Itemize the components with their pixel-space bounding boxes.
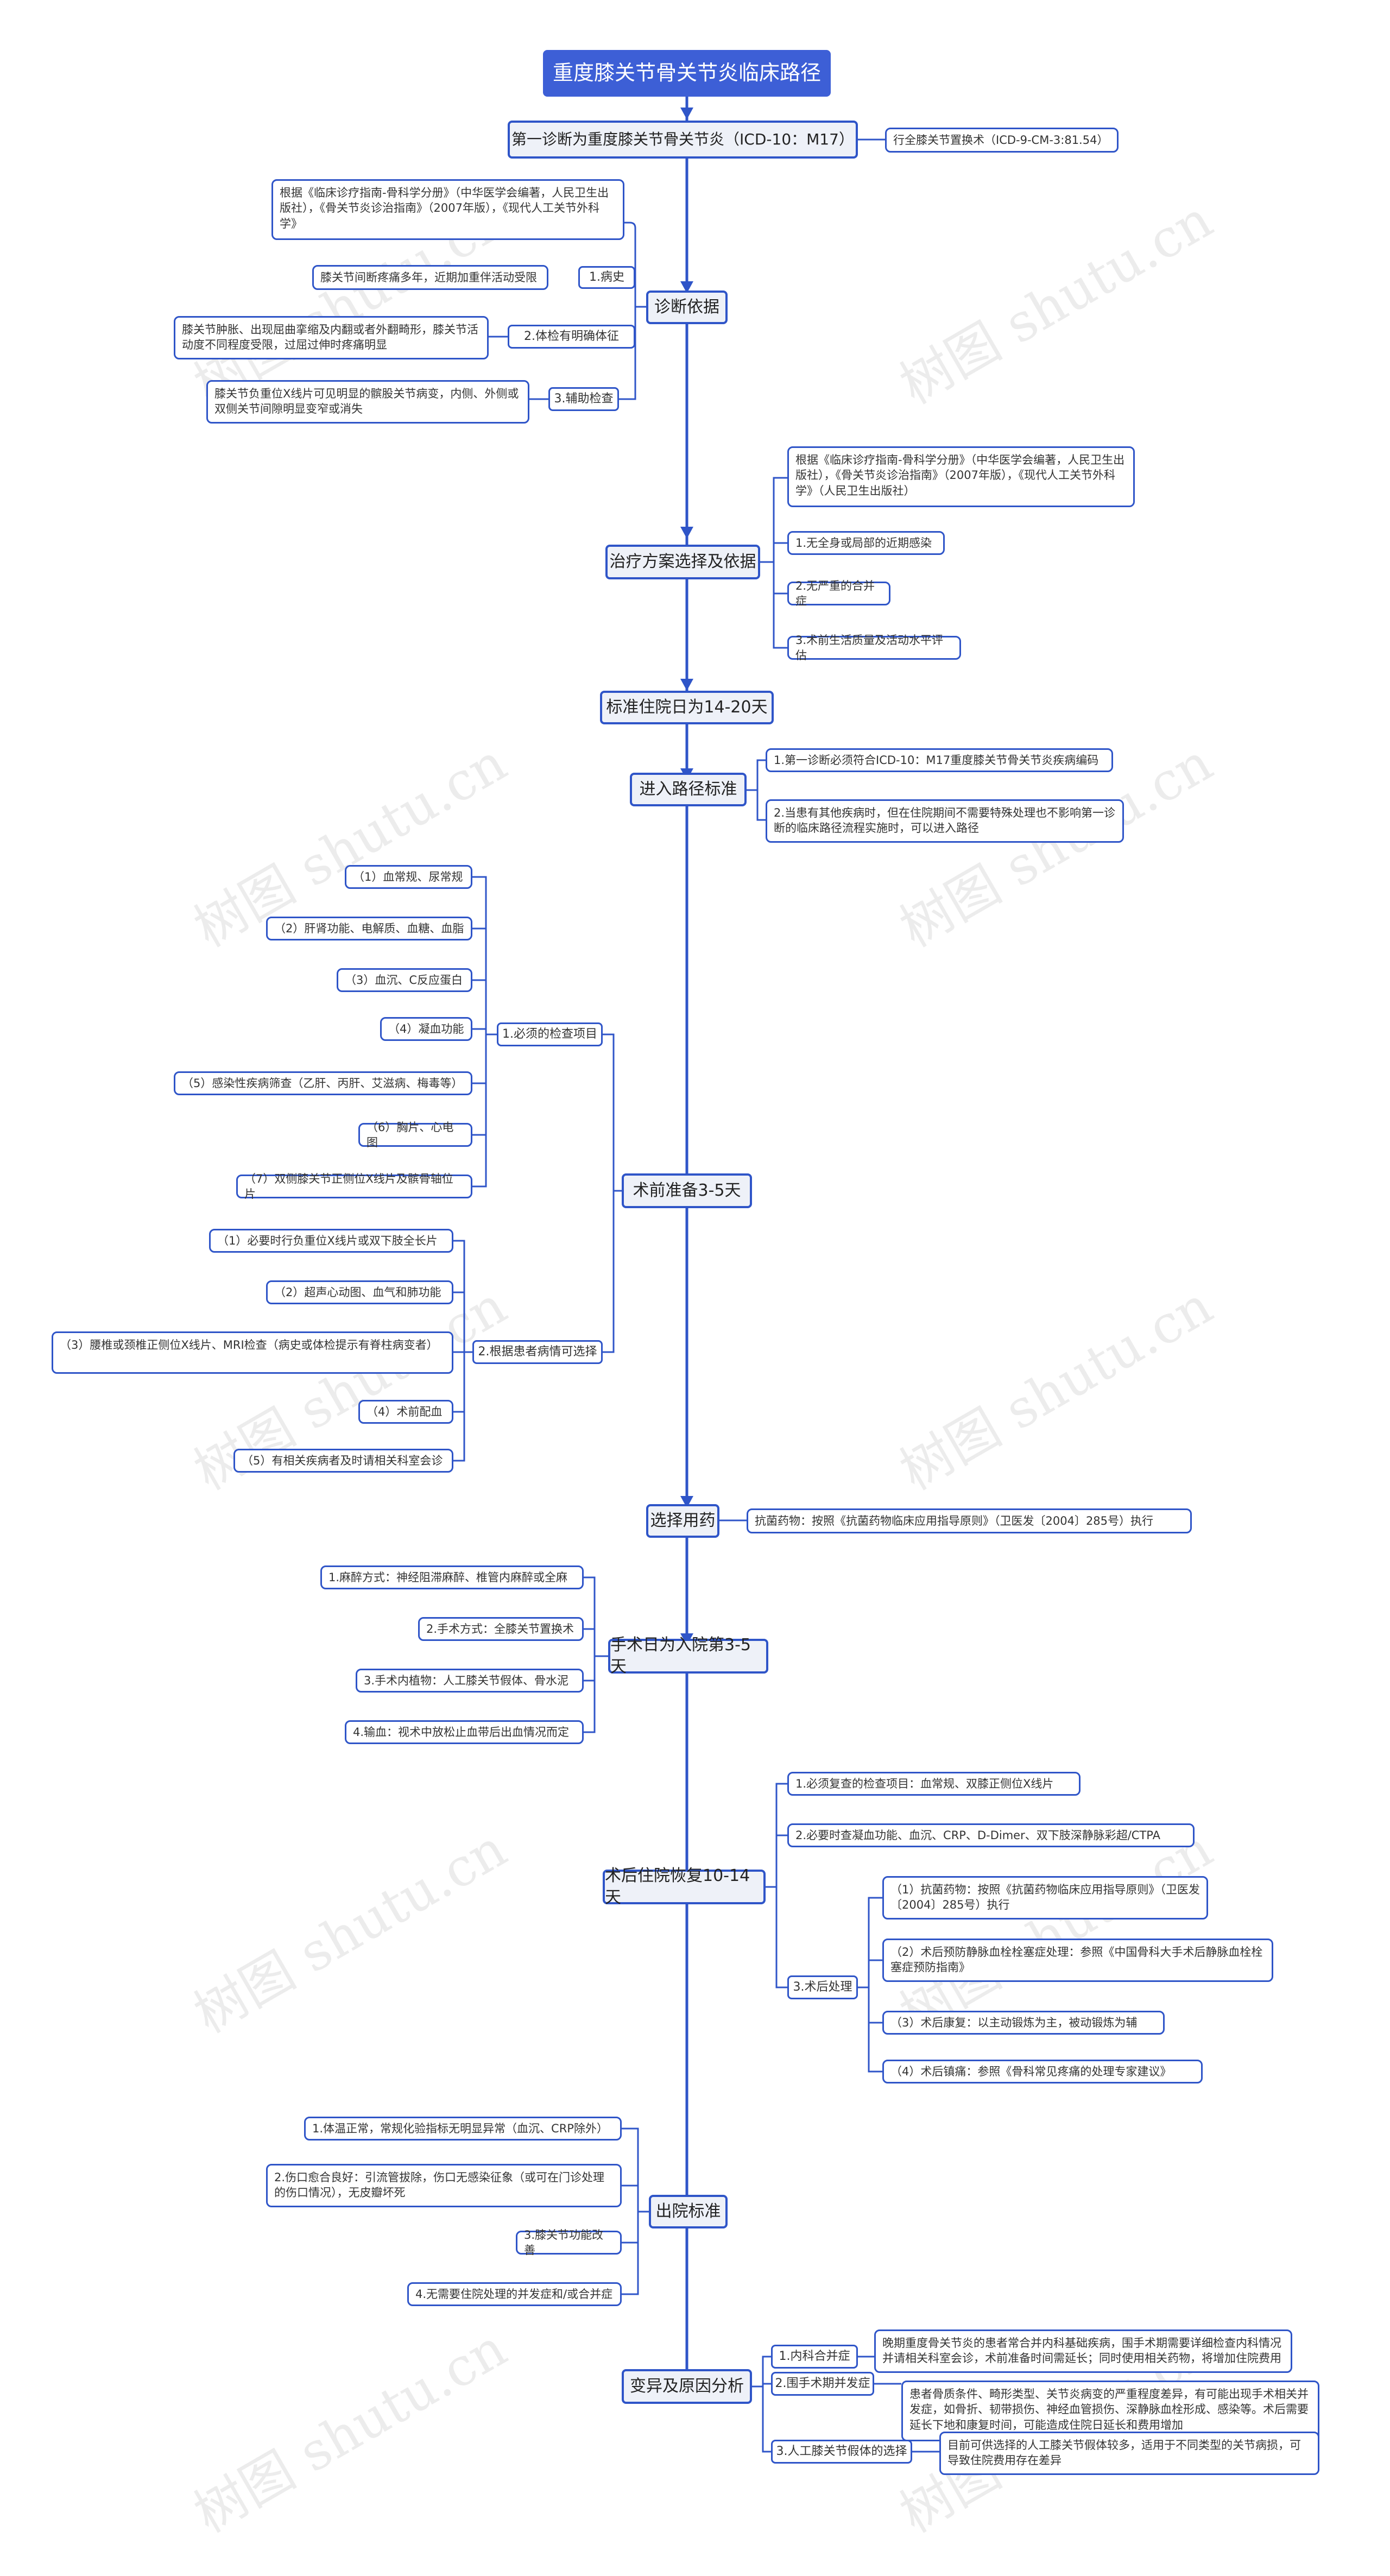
treatment-item[interactable]: 1.无全身或局部的近期感染 <box>787 531 945 555</box>
preop-node[interactable]: 术前准备3-5天 <box>622 1173 752 1208</box>
discharge-item[interactable]: 2.伤口愈合良好：引流管拔除，伤口无感染征象（或可在门诊处理的伤口情况），无皮瓣… <box>266 2164 622 2207</box>
treatment-item[interactable]: 3.术前生活质量及活动水平评估 <box>787 634 961 662</box>
postop-treatment-label[interactable]: 3.术后处理 <box>787 1975 858 1999</box>
postop-treatment-item[interactable]: （3）术后康复：以主动锻炼为主，被动锻炼为辅 <box>882 2011 1165 2035</box>
preop-required-label[interactable]: 1.必须的检查项目 <box>497 1022 603 1046</box>
discharge-item[interactable]: 4.无需要住院处理的并发症和/或合并症 <box>407 2282 622 2306</box>
entry-criteria-node[interactable]: 进入路径标准 <box>630 773 747 806</box>
preop-required-item[interactable]: （1）血常规、尿常规 <box>345 865 472 889</box>
procedure-node[interactable]: 行全膝关节置换术（ICD-9-CM-3:81.54） <box>885 128 1119 153</box>
preop-required-item[interactable]: （6）胸片、心电图 <box>358 1121 472 1149</box>
surgery-item[interactable]: 2.手术方式：全膝关节置换术 <box>418 1617 584 1641</box>
variance-item-label[interactable]: 1.内科合并症 <box>771 2345 858 2369</box>
preop-optional-label[interactable]: 2.根据患者病情可选择 <box>472 1340 603 1364</box>
preop-required-item[interactable]: （5）感染性疾病筛查（乙肝、丙肝、艾滋病、梅毒等） <box>174 1071 472 1095</box>
variance-item-text[interactable]: 患者骨质条件、畸形类型、关节炎病变的严重程度差异，有可能出现手术相关并发症，如骨… <box>901 2381 1319 2441</box>
diagnosis-history-label[interactable]: 1.病史 <box>578 266 635 289</box>
entry-item[interactable]: 1.第一诊断必须符合ICD-10：M17重度膝关节骨关节炎疾病编码 <box>766 748 1113 772</box>
preop-required-item[interactable]: （7）双侧膝关节正侧位X线片及髌骨轴位片 <box>236 1172 472 1201</box>
variance-item-text[interactable]: 晚期重度骨关节炎的患者常合并内科基础疾病，围手术期需要详细检查内科情况并请相关科… <box>874 2329 1292 2373</box>
preop-optional-item[interactable]: （5）有相关疾病者及时请相关科室会诊 <box>233 1449 453 1473</box>
postop-treatment-item[interactable]: （2）术后预防静脉血栓栓塞症处理：参照《中国骨科大手术后静脉血栓栓塞症预防指南》 <box>882 1939 1273 1982</box>
preop-optional-item[interactable]: （2）超声心动图、血气和肺功能 <box>266 1280 453 1304</box>
diagnosis-aux-label[interactable]: 3.辅助检查 <box>548 387 619 411</box>
root-title[interactable]: 重度膝关节骨关节炎临床路径 <box>543 50 831 97</box>
preop-required-item[interactable]: （3）血沉、C反应蛋白 <box>337 968 472 992</box>
postop-node[interactable]: 术后住院恢复10-14天 <box>603 1866 766 1907</box>
drugs-node[interactable]: 选择用药 <box>646 1504 719 1538</box>
first-diagnosis-node[interactable]: 第一诊断为重度膝关节骨关节炎（ICD-10：M17） <box>508 121 858 159</box>
standard-stay-node[interactable]: 标准住院日为14-20天 <box>600 691 774 724</box>
postop-treatment-item[interactable]: （1）抗菌药物：按照《抗菌药物临床应用指导原则》（卫医发〔2004〕285号）执… <box>882 1876 1208 1920</box>
entry-item[interactable]: 2.当患有其他疾病时，但在住院期间不需要特殊处理也不影响第一诊断的临床路径流程实… <box>766 799 1124 843</box>
diagnosis-aux-text[interactable]: 膝关节负重位X线片可见明显的髌股关节病变，内侧、外侧或双侧关节间隙明显变窄或消失 <box>206 380 529 424</box>
postop-item[interactable]: 2.必要时查凝血功能、血沉、CRP、D-Dimer、双下肢深静脉彩超/CTPA <box>787 1823 1195 1847</box>
drugs-text[interactable]: 抗菌药物：按照《抗菌药物临床应用指导原则》（卫医发〔2004〕285号）执行 <box>747 1508 1192 1533</box>
preop-optional-item[interactable]: （1）必要时行负重位X线片或双下肢全长片 <box>209 1229 453 1253</box>
surgery-item[interactable]: 1.麻醉方式：神经阻滞麻醉、椎管内麻醉或全麻 <box>320 1565 584 1589</box>
discharge-item[interactable]: 1.体温正常，常规化验指标无明显异常（血沉、CRP除外） <box>304 2117 622 2141</box>
variance-item-label[interactable]: 2.围手术期并发症 <box>771 2372 874 2396</box>
preop-optional-item[interactable]: （3）腰椎或颈椎正侧位X线片、MRI检查（病史或体检提示有脊柱病变者） <box>52 1331 453 1374</box>
treatment-node[interactable]: 治疗方案选择及依据 <box>605 545 760 579</box>
postop-treatment-item[interactable]: （4）术后镇痛：参照《骨科常见疼痛的处理专家建议》 <box>882 2060 1203 2083</box>
postop-item[interactable]: 1.必须复查的检查项目：血常规、双膝正侧位X线片 <box>787 1772 1081 1796</box>
diagnosis-exam-label[interactable]: 2.体检有明确体征 <box>508 325 635 349</box>
surgery-item[interactable]: 3.手术内植物：人工膝关节假体、骨水泥 <box>356 1669 584 1693</box>
preop-optional-item[interactable]: （4）术前配血 <box>358 1400 453 1424</box>
treatment-item[interactable]: 2.无严重的合并症 <box>787 579 890 608</box>
diagnosis-basis[interactable]: 根据《临床诊疗指南-骨科学分册》（中华医学会编著，人民卫生出版社），《骨关节炎诊… <box>271 179 624 240</box>
discharge-item[interactable]: 3.膝关节功能改善 <box>516 2228 622 2257</box>
preop-required-item[interactable]: （2）肝肾功能、电解质、血糖、血脂 <box>266 917 472 940</box>
diagnosis-node[interactable]: 诊断依据 <box>646 291 728 324</box>
variance-node[interactable]: 变异及原因分析 <box>622 2369 752 2404</box>
diagnosis-exam-text[interactable]: 膝关节肿胀、出现屈曲挛缩及内翻或者外翻畸形，膝关节活动度不同程度受限，过屈过伸时… <box>174 316 489 359</box>
variance-item-label[interactable]: 3.人工膝关节假体的选择 <box>771 2440 912 2464</box>
variance-item-text[interactable]: 目前可供选择的人工膝关节假体较多，适用于不同类型的关节病损，可导致住院费用存在差… <box>939 2432 1319 2475</box>
surgery-node[interactable]: 手术日为入院第3-5天 <box>608 1636 768 1676</box>
discharge-node[interactable]: 出院标准 <box>649 2195 728 2228</box>
diagnosis-history-text[interactable]: 膝关节间断疼痛多年，近期加重伴活动受限 <box>312 265 548 290</box>
preop-required-item[interactable]: （4）凝血功能 <box>380 1017 472 1041</box>
surgery-item[interactable]: 4.输血：视术中放松止血带后出血情况而定 <box>345 1720 584 1744</box>
treatment-basis[interactable]: 根据《临床诊疗指南-骨科学分册》（中华医学会编著，人民卫生出版社），《骨关节炎诊… <box>787 446 1135 507</box>
